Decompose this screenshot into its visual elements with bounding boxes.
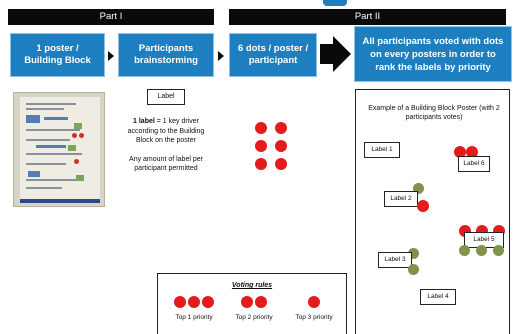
poster-label-6: Label 6 — [458, 156, 490, 172]
part-2-header: Part II — [229, 9, 506, 25]
step-2-text: Participants brainstorming — [134, 43, 198, 66]
label-rule-text: = 1 key driver according to the Building… — [127, 118, 205, 144]
rule-top-3: Top 3 priority — [286, 296, 342, 321]
label-explanation: 1 label = 1 key driver according to the … — [122, 117, 210, 183]
rule-top-3-text: Top 3 priority — [295, 314, 333, 321]
step-1-box: 1 poster / Building Block — [10, 33, 105, 77]
title-strip — [323, 0, 347, 6]
label-amount-note: Any amount of label per participant perm… — [129, 155, 203, 173]
step-3-text: 6 dots / poster / participant — [237, 43, 309, 66]
vote-dot — [255, 140, 267, 152]
poster-label-3: Label 3 — [378, 252, 412, 268]
poster-label-1: Label 1 — [364, 142, 400, 158]
poster-caption: Example of a Building Block Poster (with… — [368, 105, 500, 121]
step-1-text: 1 poster / Building Block — [24, 43, 91, 66]
vote-dot — [454, 146, 466, 158]
vote-dot — [174, 296, 186, 308]
vote-dot — [308, 296, 320, 308]
big-arrow-shaft — [320, 44, 334, 64]
arrow-right-icon — [108, 51, 114, 61]
poster-label-4: Label 4 — [420, 289, 456, 305]
vote-dot — [459, 245, 470, 256]
vote-dot — [413, 183, 424, 194]
voting-rules-title: Voting rules — [158, 282, 346, 289]
vote-dot — [466, 146, 478, 158]
vote-dot — [408, 248, 419, 259]
vote-dot — [275, 122, 287, 134]
arrow-right-icon — [218, 51, 224, 61]
vote-dot — [493, 245, 504, 256]
vote-dot — [202, 296, 214, 308]
vote-dot — [255, 122, 267, 134]
step-4-box: All participants voted with dots on ever… — [354, 26, 512, 82]
step-4-text: All participants voted with dots on ever… — [362, 35, 504, 73]
rule-top-2-text: Top 2 priority — [235, 314, 273, 321]
big-arrow-icon — [333, 36, 351, 72]
vote-dot — [408, 264, 419, 275]
label-rule-bold: 1 label — [133, 118, 155, 125]
vote-dot — [275, 140, 287, 152]
vote-dot — [275, 158, 287, 170]
step-2-box: Participants brainstorming — [118, 33, 214, 77]
poster-photo — [13, 92, 105, 207]
voting-rules-box: Voting rules Top 1 priority Top 2 priori… — [157, 273, 347, 334]
vote-dot — [241, 296, 253, 308]
vote-dot — [188, 296, 200, 308]
vote-dot — [255, 296, 267, 308]
vote-dot — [255, 158, 267, 170]
poster-label-2: Label 2 — [384, 191, 418, 207]
vote-dot — [476, 245, 487, 256]
rule-top-2: Top 2 priority — [226, 296, 282, 321]
voting-rules-title-text: Voting rules — [231, 282, 273, 289]
six-dots — [255, 122, 295, 172]
example-poster: Example of a Building Block Poster (with… — [355, 89, 510, 334]
label-example: Label — [147, 89, 185, 105]
vote-dot — [417, 200, 429, 212]
part-1-header: Part I — [8, 9, 214, 25]
step-3-box: 6 dots / poster / participant — [229, 33, 317, 77]
rule-top-1-text: Top 1 priority — [175, 314, 213, 321]
rule-top-1: Top 1 priority — [166, 296, 222, 321]
